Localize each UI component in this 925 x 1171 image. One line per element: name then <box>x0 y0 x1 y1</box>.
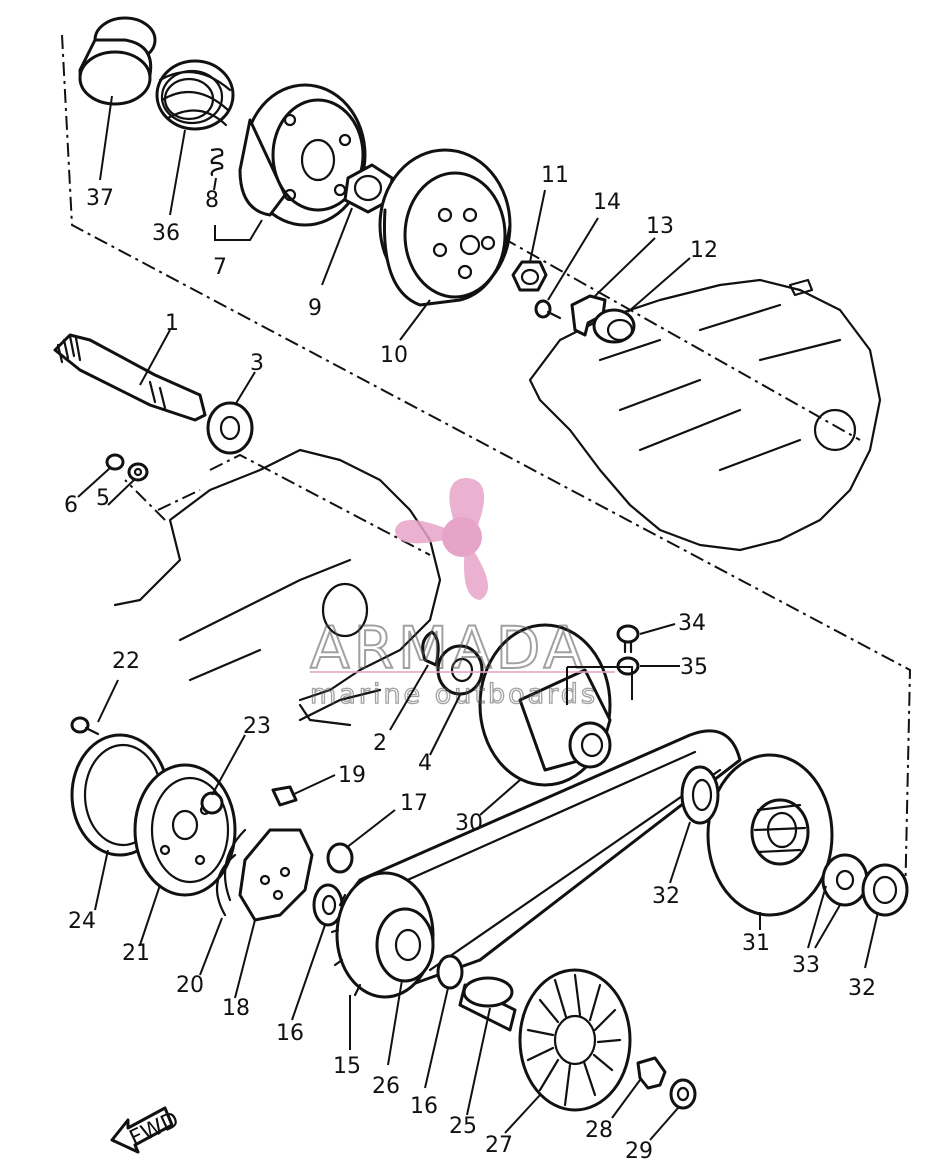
part-label-5: 5 <box>96 486 110 511</box>
part-label-14: 14 <box>593 190 621 215</box>
bolt-6 <box>105 453 125 471</box>
part-label-9: 9 <box>308 296 322 321</box>
part-label-4: 4 <box>418 751 432 776</box>
leader-lines <box>77 95 879 1141</box>
plate-28 <box>636 1056 667 1090</box>
washer-32b <box>861 863 909 917</box>
washer-32a <box>680 765 720 825</box>
part-label-32a: 32 <box>652 884 680 909</box>
fan-pulley-27 <box>518 968 632 1112</box>
roller-17 <box>326 842 354 874</box>
part-label-32b: 32 <box>848 976 876 1001</box>
clutch-carrier-7 <box>238 83 367 227</box>
assembly-center-lines <box>61 34 912 906</box>
part-label-1: 1 <box>165 311 179 336</box>
part-label-12: 12 <box>690 238 718 263</box>
part-label-27: 27 <box>485 1133 513 1158</box>
part-label-20: 20 <box>176 973 204 998</box>
part-label-16a: 16 <box>276 1021 304 1046</box>
clutch-drum-10 <box>378 148 512 307</box>
part-label-13: 13 <box>646 214 674 239</box>
fwd-direction-marker: FWD <box>110 1106 183 1154</box>
nut-11 <box>511 260 548 292</box>
part-label-18: 18 <box>222 996 250 1021</box>
washer-5 <box>127 462 149 482</box>
part-label-36: 36 <box>152 221 180 246</box>
ramp-plate-18 <box>238 828 314 922</box>
part-label-33: 33 <box>792 953 820 978</box>
watermark-subtitle: marine outboards <box>310 679 598 710</box>
part-label-10: 10 <box>380 343 408 368</box>
spring-36 <box>155 59 235 131</box>
part-label-25: 25 <box>449 1114 477 1139</box>
part-label-29: 29 <box>625 1139 653 1164</box>
part-label-2: 2 <box>373 731 387 756</box>
weight-23 <box>200 791 224 815</box>
propeller-logo-icon <box>395 478 488 600</box>
bearing-4 <box>436 644 484 696</box>
part-label-7: 7 <box>213 255 227 280</box>
part-label-6: 6 <box>64 493 78 518</box>
part-label-35: 35 <box>680 655 708 680</box>
part-label-23: 23 <box>243 714 271 739</box>
crankcase-outline <box>113 278 882 727</box>
arrow-left-icon <box>110 1106 174 1154</box>
part-label-11: 11 <box>541 163 569 188</box>
part-label-15: 15 <box>333 1054 361 1079</box>
bearing-3 <box>206 401 254 455</box>
part-label-26: 26 <box>372 1074 400 1099</box>
collar-25 <box>458 976 517 1032</box>
part-label-24: 24 <box>68 909 96 934</box>
part-label-22: 22 <box>112 649 140 674</box>
part-label-30: 30 <box>455 811 483 836</box>
snap-ring-2 <box>421 630 440 667</box>
part-label-37: 37 <box>86 186 114 211</box>
sheave-30 <box>478 623 612 787</box>
armada-watermark: ARMADA marine outboards <box>309 478 615 711</box>
part-label-28: 28 <box>585 1118 613 1143</box>
part-label-21: 21 <box>122 941 150 966</box>
nut-29 <box>669 1078 697 1110</box>
part-label-17: 17 <box>400 791 428 816</box>
drive-face-31 <box>706 753 834 917</box>
weight-roller-26 <box>375 907 435 983</box>
part-label-34: 34 <box>678 611 706 636</box>
clutch-housing-37 <box>78 16 157 106</box>
part-label-19: 19 <box>338 763 366 788</box>
part-label-16b: 16 <box>410 1094 438 1119</box>
screw-22 <box>70 716 100 736</box>
washer-16b <box>436 954 464 990</box>
shaft-1 <box>53 333 207 422</box>
part-label-3: 3 <box>250 351 264 376</box>
seal-20 <box>215 828 247 917</box>
bearing-12 <box>592 308 636 344</box>
spacer-33 <box>821 853 869 907</box>
part-label-8: 8 <box>205 188 219 213</box>
screw-14 <box>534 299 562 320</box>
pin-34 <box>616 624 640 654</box>
part-labels: 37 36 8 7 9 10 11 14 13 12 1 3 6 5 2 4 3… <box>64 163 876 1164</box>
part-label-31: 31 <box>742 931 770 956</box>
clip-19 <box>271 785 298 807</box>
small-spring-8 <box>210 148 224 177</box>
